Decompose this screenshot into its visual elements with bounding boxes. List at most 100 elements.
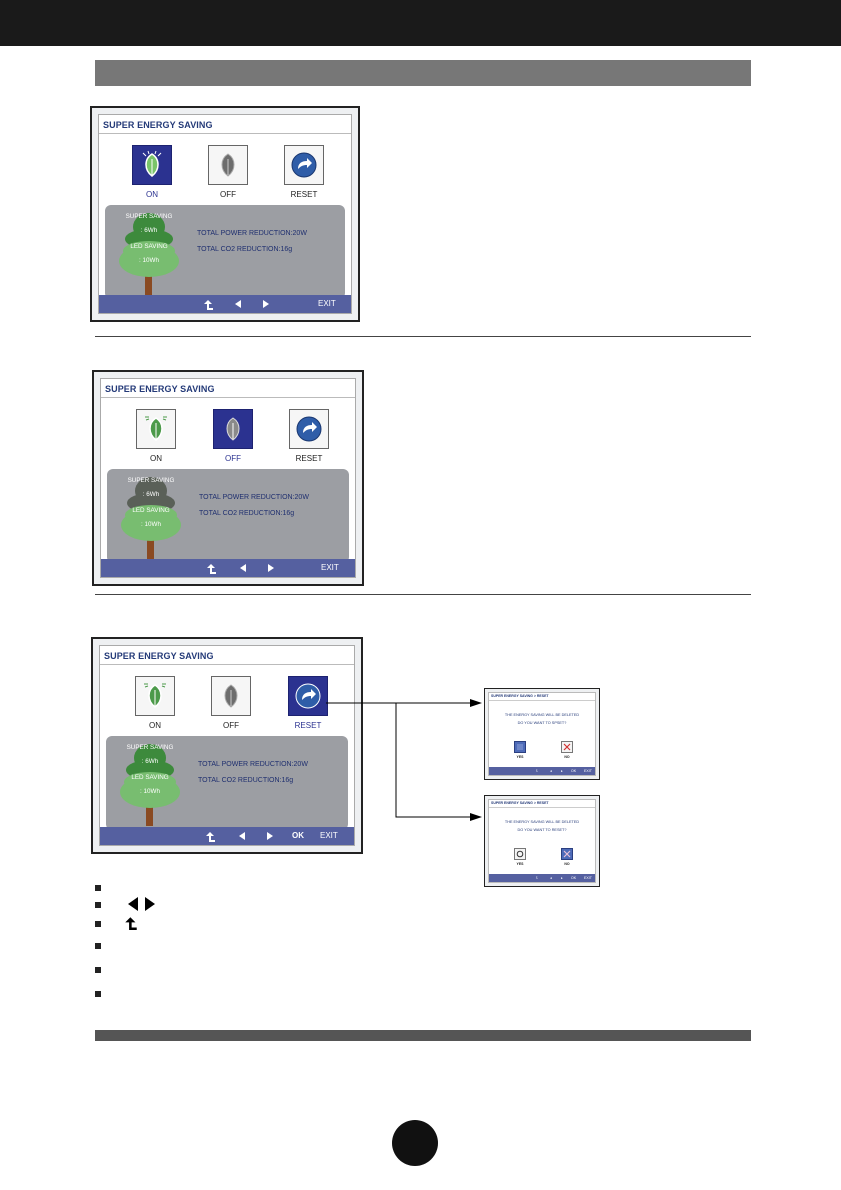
reset-arrow-icon [296,416,322,442]
left-arrow-icon [128,897,138,911]
dialog-nav-bar: ⮤ ◂ ▸ OK EXIT [489,767,595,775]
back-arrow-icon [125,917,137,930]
reset-dialog-yes: SUPER ENERGY SAVING > RESET THE ENERGY S… [484,688,600,780]
super-saving-label: SUPER SAVING [126,744,174,751]
off-label: OFF [225,454,241,463]
right-arrow-icon[interactable]: ▸ [561,876,563,880]
reset-label: RESET [290,190,318,199]
back-arrow-icon[interactable] [203,299,214,310]
leaf-icon [221,153,235,177]
osd-screen-off: SUPER ENERGY SAVING ON OFF RESET [92,370,364,586]
reset-arrow-icon [295,683,321,709]
yes-label: YES [516,862,524,866]
reset-arrow-icon [291,152,317,178]
bullet [95,921,101,927]
close-icon [563,743,571,751]
dialog-message-2: DO YOU WANT TO SPSET? [517,721,567,725]
ok-button[interactable]: OK [292,831,304,840]
super-saving-label: SUPER SAVING [125,213,173,220]
leaf-icon [145,416,167,441]
osd-screen-on: SUPER ENERGY SAVING ON OFF RESET [90,106,360,322]
led-saving-label: LED SAVING [131,774,169,781]
osd-nav-bar: EXIT [99,295,351,313]
circle-icon [517,744,523,750]
right-arrow-icon[interactable]: ▸ [561,769,563,773]
super-saving-label: SUPER SAVING [127,477,175,484]
on-label: ON [149,721,161,730]
off-button[interactable] [213,409,253,449]
yes-button[interactable] [514,848,526,860]
osd-screen-reset: SUPER ENERGY SAVING ON OFF RESET [91,637,363,854]
back-arrow-icon[interactable] [206,563,217,574]
total-co2-reduction: TOTAL CO2 REDUCTION:16g [199,510,295,517]
bullet [95,967,101,973]
left-arrow-icon[interactable] [235,300,241,308]
reset-label: RESET [294,721,322,730]
osd-title: SUPER ENERGY SAVING [104,651,214,661]
leaf-icon [224,684,238,708]
reset-dialog-no: SUPER ENERGY SAVING > RESET THE ENERGY S… [484,795,600,887]
dialog-window: SUPER ENERGY SAVING > RESET THE ENERGY S… [488,692,596,776]
dialog-nav-bar: ⮤ ◂ ▸ OK EXIT [489,874,595,882]
right-arrow-icon[interactable] [268,564,274,572]
yes-label: YES [516,755,524,759]
led-saving-value: : 10Wh [140,788,160,795]
osd-title: SUPER ENERGY SAVING [105,384,215,394]
led-saving-value: : 10Wh [139,257,159,264]
led-saving-label: LED SAVING [132,507,170,514]
ok-button[interactable]: OK [571,876,577,880]
on-button[interactable] [136,409,176,449]
right-arrow-icon [145,897,155,911]
leaf-icon [226,417,240,441]
on-button[interactable] [135,676,175,716]
footer-bar [95,1030,751,1041]
savings-panel: SUPER SAVING : 6Wh LED SAVING : 10Wh TOT… [106,736,348,830]
close-icon [563,850,571,858]
exit-button[interactable]: EXIT [321,563,339,572]
right-arrow-icon[interactable] [267,832,273,840]
reset-button[interactable] [288,676,328,716]
right-arrow-icon[interactable] [263,300,269,308]
exit-button[interactable]: EXIT [318,299,336,308]
tree-icon [121,477,181,559]
on-label: ON [150,454,162,463]
exit-button[interactable]: EXIT [584,876,592,880]
tree-icon [119,213,179,295]
total-power-reduction: TOTAL POWER REDUCTION:20W [198,761,308,768]
reset-button[interactable] [289,409,329,449]
exit-button[interactable]: EXIT [584,769,592,773]
off-button[interactable] [211,676,251,716]
off-button[interactable] [208,145,248,185]
flow-connector [326,699,482,821]
divider [95,594,751,595]
left-arrow-icon[interactable] [240,564,246,572]
on-label: ON [146,190,158,199]
ok-button[interactable]: OK [571,769,577,773]
yes-button[interactable] [514,741,526,753]
back-arrow-icon[interactable]: ⮤ [536,876,539,880]
total-co2-reduction: TOTAL CO2 REDUCTION:16g [198,777,294,784]
back-arrow-icon[interactable] [205,831,216,842]
exit-button[interactable]: EXIT [320,831,338,840]
reset-button[interactable] [284,145,324,185]
on-button[interactable] [132,145,172,185]
left-arrow-icon[interactable]: ◂ [550,769,552,773]
super-saving-value: : 6Wh [140,227,158,234]
osd-nav-bar: EXIT [101,559,355,577]
left-arrow-icon[interactable] [239,832,245,840]
super-saving-value: : 6Wh [142,491,160,498]
header-bar [0,0,841,46]
total-power-reduction: TOTAL POWER REDUCTION:20W [199,494,309,501]
bullet [95,991,101,997]
no-button[interactable] [561,848,573,860]
dialog-window: SUPER ENERGY SAVING > RESET THE ENERGY S… [488,799,596,883]
no-button[interactable] [561,741,573,753]
savings-panel: SUPER SAVING : 6Wh LED SAVING : 10Wh TOT… [107,469,349,563]
leaf-icon [144,683,166,708]
page-number-badge [392,1120,438,1166]
bullet [95,885,101,891]
back-arrow-icon[interactable]: ⮤ [536,769,539,773]
total-power-reduction: TOTAL POWER REDUCTION:20W [197,230,307,237]
left-arrow-icon[interactable]: ◂ [550,876,552,880]
osd-window: SUPER ENERGY SAVING ON OFF RESET [98,114,352,314]
